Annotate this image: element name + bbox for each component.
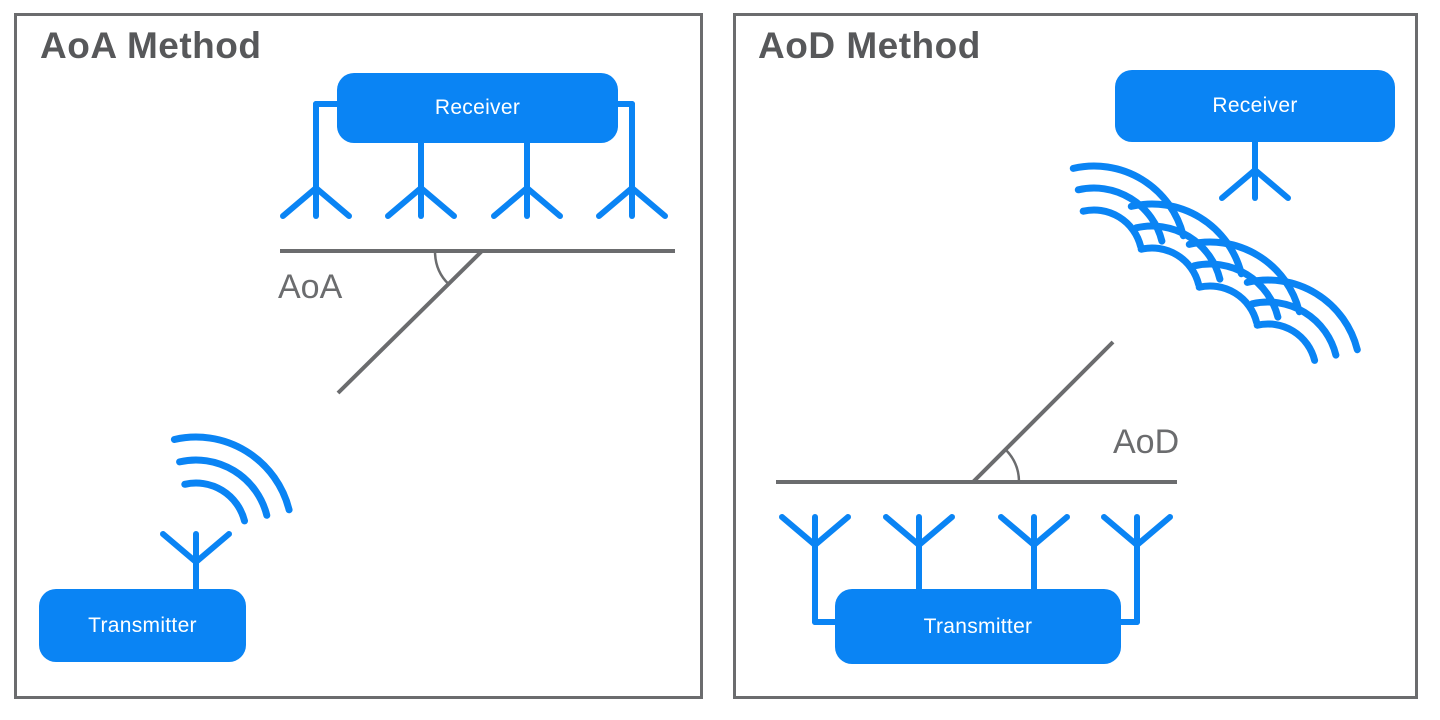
panel-title: AoD Method [758,25,981,66]
panel-aod: AoD Method Receiver Transmitter AoD [733,13,1418,699]
receiver-box: Receiver [337,73,618,143]
antenna-icon [280,101,352,219]
radio-wave-icon [170,433,293,525]
antenna-icon [1101,514,1173,625]
aod-diagram-canvas [776,139,1361,625]
panel-aoa-canvas: AoA Method Receiver Transmitter AoA [14,13,703,699]
antenna-icon [385,140,457,219]
antenna-icon [160,531,232,592]
radio-wave-icon [1243,276,1361,364]
transmitter-box: Transmitter [39,589,246,662]
antenna-icon [491,140,563,219]
panel-aod-canvas: AoD Method Receiver Transmitter AoD [733,13,1422,699]
panel-title: AoA Method [40,25,262,66]
signal-path-line [971,340,1115,484]
panel-aoa: AoA Method Receiver Transmitter AoA [14,13,703,699]
antenna-icon [779,514,851,625]
antenna-icon [596,101,668,219]
aoa-diagram-canvas [160,101,675,592]
receiver-box: Receiver [1115,70,1395,142]
angle-label-aod: AoD [1113,423,1180,461]
angle-arc [433,250,450,285]
transmitter-box: Transmitter [835,589,1121,664]
antenna-icon [883,514,955,592]
antenna-icon [998,514,1070,592]
transmitter-box-label: Transmitter [88,613,197,637]
antenna-icon [1219,139,1291,201]
transmitter-box-label: Transmitter [923,614,1033,638]
signal-path-line [336,249,484,395]
receiver-box-label: Receiver [1212,94,1298,117]
receiver-box-label: Receiver [434,96,521,119]
angle-label-aoa: AoA [278,268,343,306]
angle-arc [1004,448,1021,483]
